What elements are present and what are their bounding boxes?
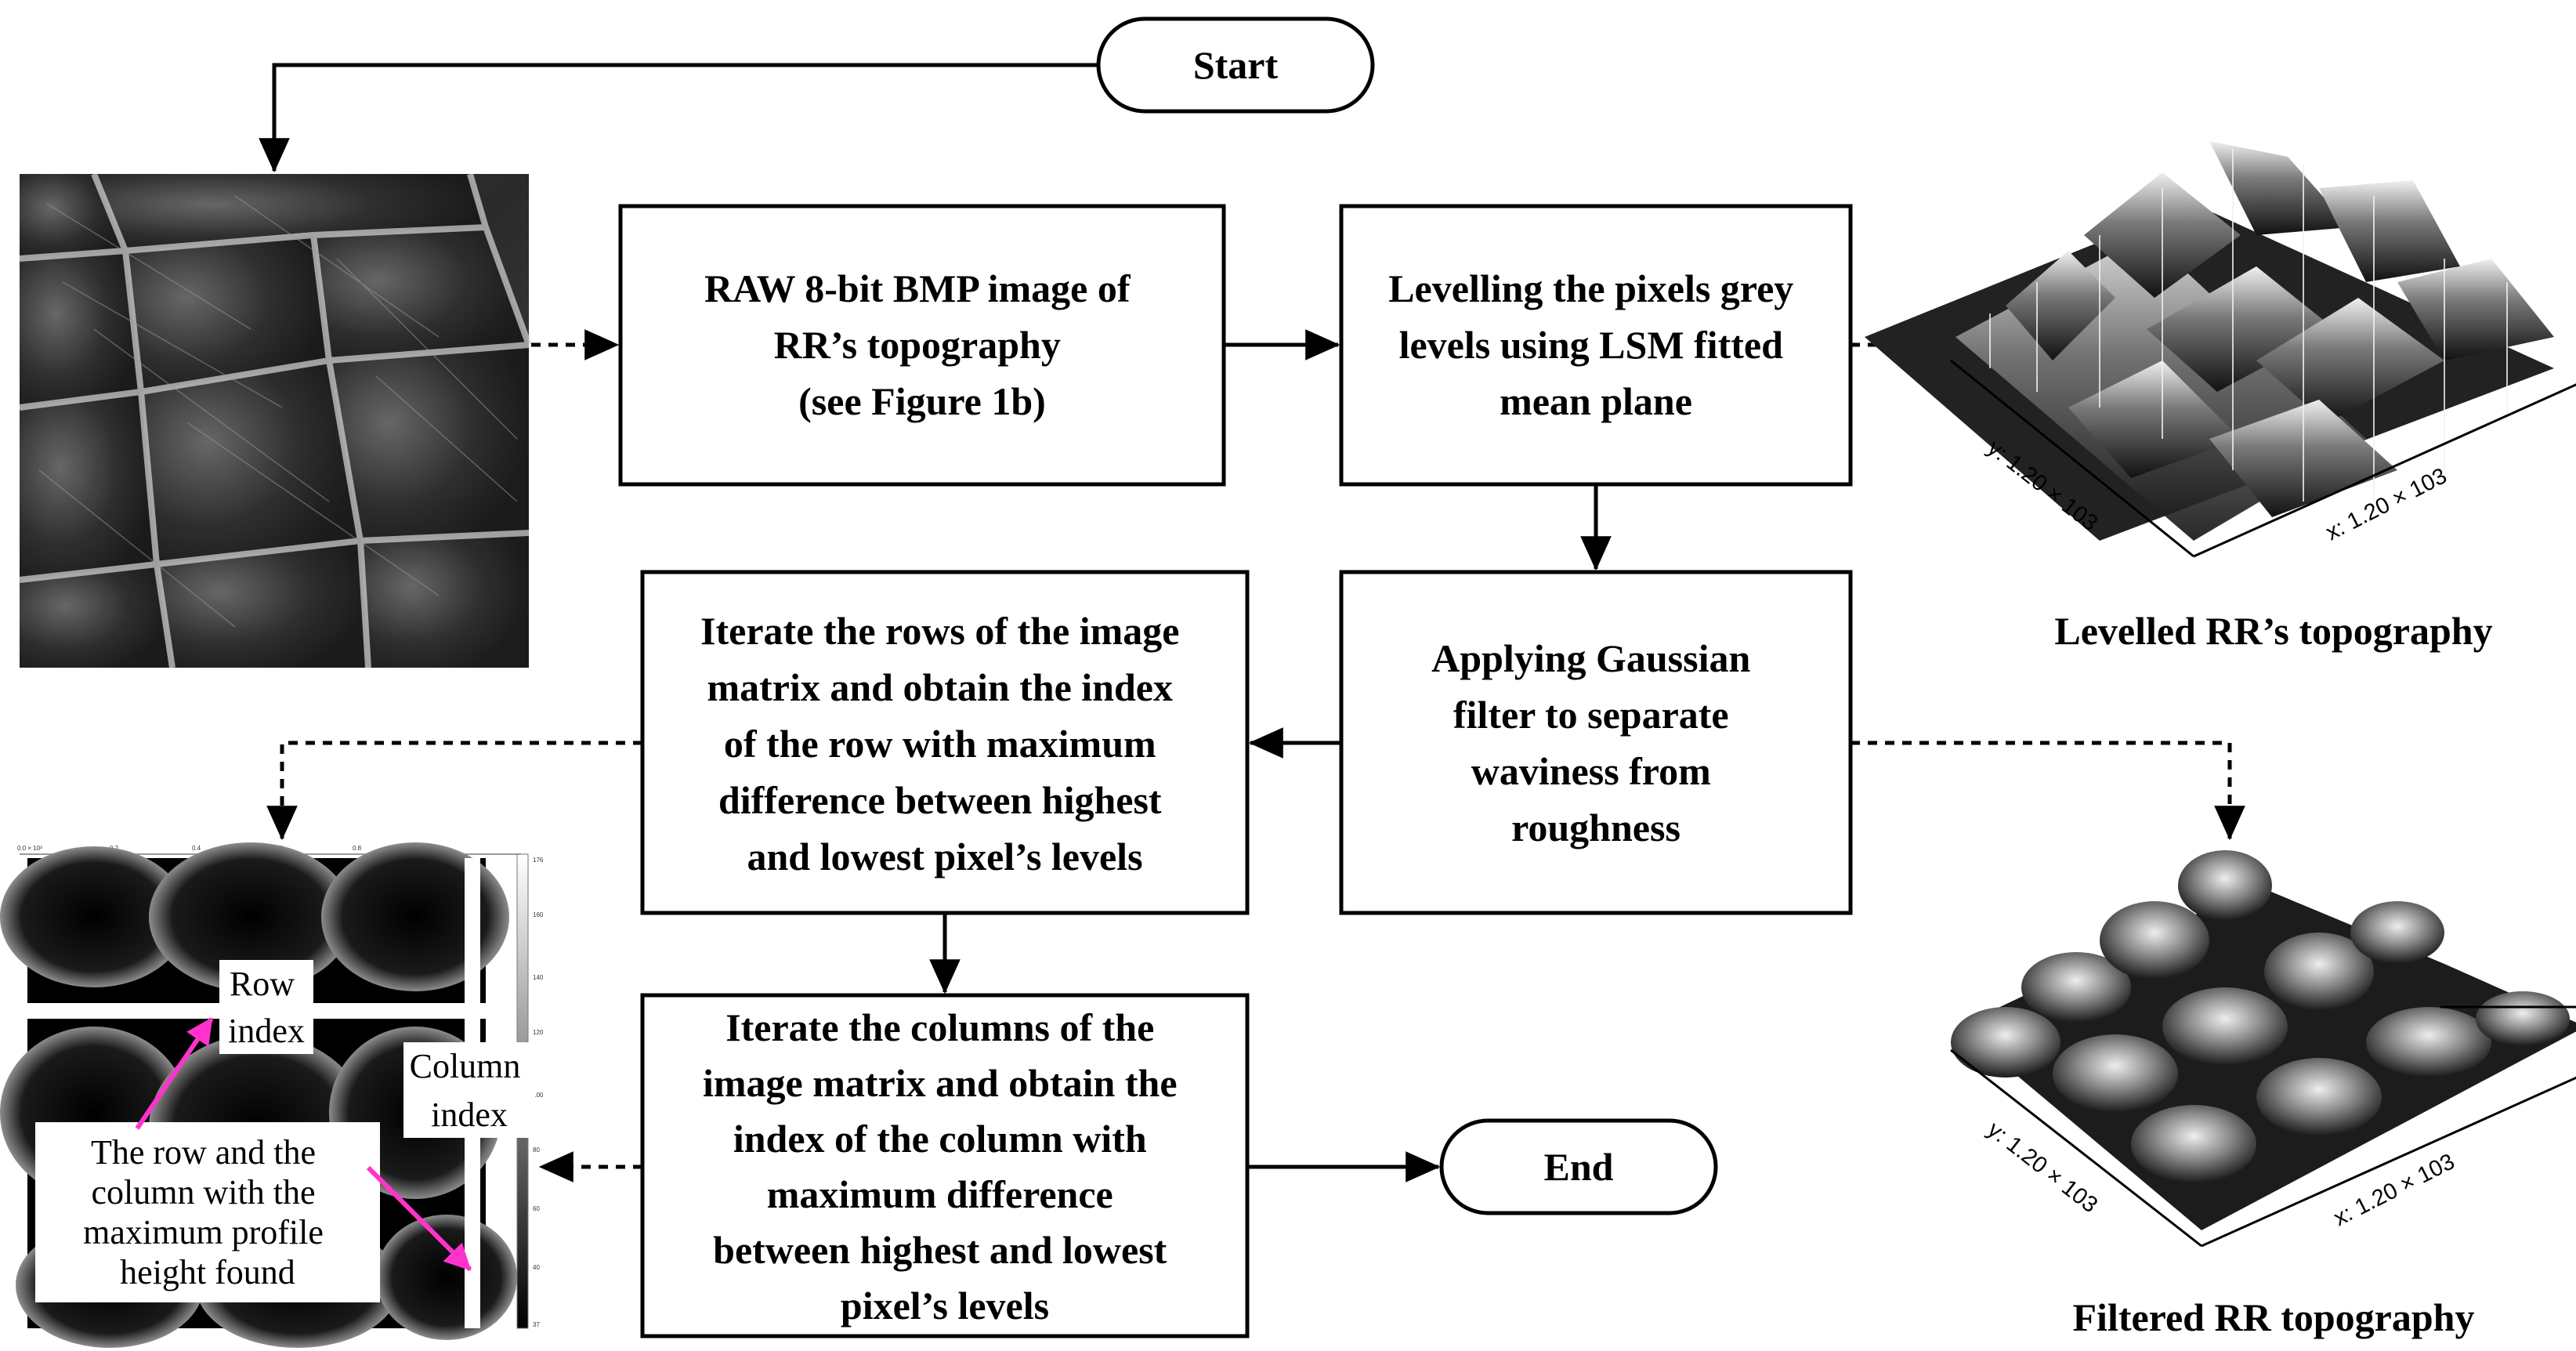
svg-text:80: 80 [533,1146,540,1154]
annotation-text: The row and the column with the maximum … [83,1133,332,1291]
arrow-start-to-image [259,63,1098,173]
filtered-topography-plot: 176 28 y: 1.20 × 103 x: 1.20 × 103 Filte… [1950,850,2576,1339]
svg-text:40: 40 [533,1264,540,1271]
svg-text:176: 176 [533,857,544,864]
profile-map: 0.0 × 10³ 0.2 0.4 0.6 0.8 1.0 176 160 14… [0,842,544,1348]
start-terminal: Start [1096,16,1375,114]
levelled-topography-plot: 255 6 y: 1.20 × 103 x: 1.20 × 103 Levell… [1865,141,2576,653]
iterate-columns-box: Iterate the columns of the image matrix … [640,993,1250,1338]
svg-text:0.0 × 10³: 0.0 × 10³ [17,845,42,852]
arrow-gaussian-to-filtered [1851,741,2245,841]
svg-text:60: 60 [533,1205,540,1212]
iterate-rows-box: Iterate the rows of the image matrix and… [640,570,1250,915]
arrow-rows-to-map [266,741,642,841]
svg-text:Iterate the rows of the image: Iterate the rows of the image matrix and… [700,609,1189,878]
pointer-to-row [135,1017,214,1130]
raw-image-box: RAW 8-bit BMP image of RR’s topography (… [618,204,1226,487]
svg-text:120: 120 [533,1029,544,1036]
y-axis-label: y: 1.20 × 103 [1983,1117,2102,1218]
column-index-label: Column index [410,1047,530,1134]
svg-text:100: 100 [533,1092,544,1099]
svg-text:RAW 8-bit BMP image of R: RAW 8-bit BMP image of RR’s topography (… [704,266,1140,423]
row-index-label: Row index [228,965,305,1050]
x-axis-label: x: 1.20 × 103 [2330,1149,2459,1231]
pointer-to-column [366,1165,472,1272]
svg-text:160: 160 [533,911,544,918]
svg-text:37: 37 [533,1321,540,1328]
gaussian-box: Applying Gaussian filter to separate wav… [1339,570,1853,915]
svg-text:Applying Gaussian filter: Applying Gaussian filter to separate wav… [1431,636,1760,849]
svg-text:Iterate the columns of the: Iterate the columns of the image matrix … [703,1005,1187,1327]
svg-text:0.8: 0.8 [353,845,362,852]
sem-image [19,172,532,668]
connectors [259,63,2245,1183]
levelled-caption: Levelled RR’s topography [2054,609,2492,653]
svg-text:0.4: 0.4 [192,845,201,852]
filtered-caption: Filtered RR topography [2073,1295,2475,1339]
svg-text:Levelling the pixels grey: Levelling the pixels grey levels using L… [1388,266,1804,423]
start-label: Start [1193,43,1279,87]
levelling-box: Levelling the pixels grey levels using L… [1339,204,1853,487]
end-label: End [1544,1145,1614,1189]
end-terminal: End [1439,1118,1718,1215]
svg-text:140: 140 [533,974,544,981]
